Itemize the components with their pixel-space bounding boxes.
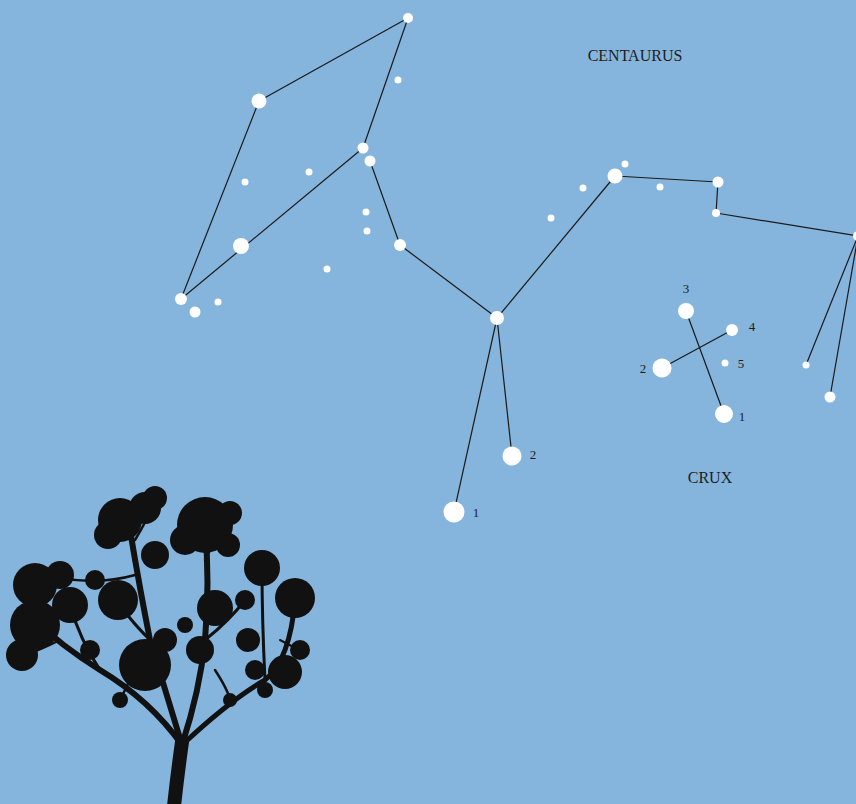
star-number: 5 <box>738 357 745 371</box>
tree-foliage <box>141 541 169 569</box>
constellation-line <box>363 18 408 148</box>
star <box>175 293 187 305</box>
star <box>853 231 856 241</box>
tree-foliage <box>245 660 265 680</box>
star <box>713 177 724 188</box>
star <box>722 360 729 367</box>
tree-foliage <box>85 570 105 590</box>
star <box>803 362 810 369</box>
constellation-line <box>615 176 718 182</box>
tree-branch <box>25 500 300 804</box>
star-number: 2 <box>530 448 537 462</box>
star <box>622 161 629 168</box>
star <box>394 239 406 251</box>
star-number: 3 <box>683 282 690 296</box>
star <box>726 324 738 336</box>
tree-foliage <box>186 636 214 664</box>
star <box>365 156 376 167</box>
star-number: 1 <box>473 506 480 520</box>
constellation-name: CRUX <box>688 469 732 487</box>
tree-foliage <box>223 693 237 707</box>
tree-foliage <box>153 628 177 652</box>
constellation-line <box>830 236 856 397</box>
tree-foliage <box>235 590 255 610</box>
tree-foliage <box>80 640 100 660</box>
tree-foliage <box>94 521 122 549</box>
tree-foliage <box>268 655 302 689</box>
star <box>825 392 836 403</box>
tree-foliage <box>52 587 88 623</box>
tree-foliage <box>244 550 280 586</box>
star <box>715 405 733 423</box>
star <box>490 311 504 325</box>
tree-foliage <box>275 578 315 618</box>
tree-foliage <box>170 525 200 555</box>
tree-foliage <box>177 617 193 633</box>
star-number: 4 <box>749 320 756 334</box>
tree-foliage <box>6 486 315 708</box>
constellation-line <box>181 18 856 512</box>
constellation-line <box>181 148 363 299</box>
star <box>712 209 720 217</box>
constellation-line <box>497 318 512 456</box>
star <box>190 307 201 318</box>
constellation-line <box>716 213 856 236</box>
tree-foliage <box>236 628 260 652</box>
star <box>252 94 267 109</box>
constellation-line <box>454 318 497 512</box>
star <box>678 303 694 319</box>
constellation-line <box>259 18 408 101</box>
star <box>175 13 856 523</box>
tree-foliage <box>216 533 240 557</box>
constellation-line <box>686 311 724 414</box>
tree-foliage <box>143 486 167 510</box>
constellation-line <box>181 101 259 299</box>
star <box>242 179 249 186</box>
constellation-line <box>400 245 497 318</box>
tree-foliage <box>6 639 38 671</box>
star <box>324 266 331 273</box>
star <box>358 143 369 154</box>
constellation-name: CENTAURUS <box>588 47 683 65</box>
constellation-line <box>806 236 856 365</box>
star <box>503 447 522 466</box>
constellation-line <box>370 161 400 245</box>
star-number: 1 <box>739 410 746 424</box>
star <box>403 13 413 23</box>
star <box>548 215 555 222</box>
tree-foliage <box>257 682 273 698</box>
star <box>657 184 664 191</box>
star <box>363 209 370 216</box>
star <box>395 77 402 84</box>
tree-branch <box>130 530 182 745</box>
star <box>444 502 465 523</box>
tree-foliage <box>218 501 242 525</box>
star <box>364 228 371 235</box>
star-number: 2 <box>640 362 647 376</box>
constellation-line <box>662 330 732 368</box>
tree-branch <box>35 620 182 745</box>
star <box>233 238 249 254</box>
tree-foliage <box>46 561 74 589</box>
star <box>608 169 623 184</box>
star <box>653 359 672 378</box>
star <box>306 169 313 176</box>
constellation-line <box>497 176 615 318</box>
tree-branch <box>174 742 182 804</box>
tree-foliage <box>98 580 138 620</box>
tree-foliage <box>112 692 128 708</box>
tree-foliage <box>290 640 310 660</box>
star <box>580 185 587 192</box>
star <box>215 299 222 306</box>
tree-foliage <box>197 590 233 626</box>
